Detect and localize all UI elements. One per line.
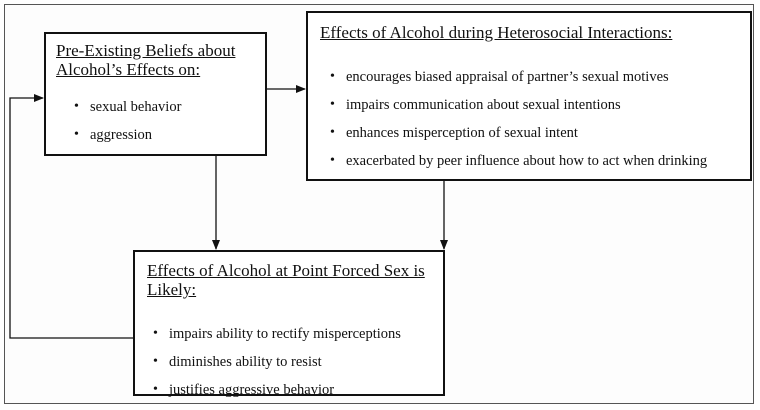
list-item-text: enhances misperception of sexual intent — [346, 125, 578, 141]
bullet-icon: • — [330, 125, 335, 140]
list-item: • diminishes ability to resist — [153, 354, 443, 370]
list-item-text: impairs communication about sexual inten… — [346, 97, 621, 113]
forced-sex-title: Effects of Alcohol at Point Forced Sex i… — [147, 261, 425, 299]
bullet-icon: • — [330, 153, 335, 168]
list-item: • enhances misperception of sexual intent — [330, 125, 750, 141]
beliefs-list: • sexual behavior • aggression — [74, 99, 265, 143]
heterosocial-box: Effects of Alcohol during Heterosocial I… — [306, 11, 752, 181]
list-item: • sexual behavior — [74, 99, 265, 115]
list-item: • impairs communication about sexual inte… — [330, 97, 750, 113]
forced-sex-list: • impairs ability to rectify misperceptio… — [153, 326, 443, 398]
list-item-text: impairs ability to rectify misperception… — [169, 326, 401, 342]
list-item-text: aggression — [90, 127, 153, 143]
list-item: • justifies aggressive behavior — [153, 382, 443, 398]
list-item: • impairs ability to rectify misperceptio… — [153, 326, 443, 342]
arrow-feedback-forced-to-beliefs — [9, 94, 133, 339]
bullet-icon: • — [153, 382, 158, 397]
list-item: • exacerbated by peer influence about how… — [330, 153, 750, 169]
bullet-icon: • — [153, 326, 158, 341]
list-item: • aggression — [74, 127, 265, 143]
list-item-text: sexual behavior — [90, 99, 182, 115]
list-item-text: encourages biased appraisal of partner’s… — [346, 69, 669, 85]
bullet-icon: • — [74, 127, 79, 142]
bullet-icon: • — [153, 354, 158, 369]
bullet-icon: • — [330, 69, 335, 84]
heterosocial-title: Effects of Alcohol during Heterosocial I… — [320, 23, 673, 42]
beliefs-title: Pre-Existing Beliefs about Alcohol’s Eff… — [56, 41, 236, 79]
heterosocial-list: • encourages biased appraisal of partner’… — [330, 69, 750, 169]
forced-sex-box: Effects of Alcohol at Point Forced Sex i… — [133, 250, 445, 398]
list-item-text: diminishes ability to resist — [169, 354, 322, 370]
list-item-text: exacerbated by peer influence about how … — [346, 153, 708, 169]
beliefs-box: Pre-Existing Beliefs about Alcohol’s Eff… — [44, 32, 267, 156]
bullet-icon: • — [74, 99, 79, 114]
list-item-text: justifies aggressive behavior — [169, 382, 335, 398]
list-item: • encourages biased appraisal of partner’… — [330, 69, 750, 85]
bullet-icon: • — [330, 97, 335, 112]
